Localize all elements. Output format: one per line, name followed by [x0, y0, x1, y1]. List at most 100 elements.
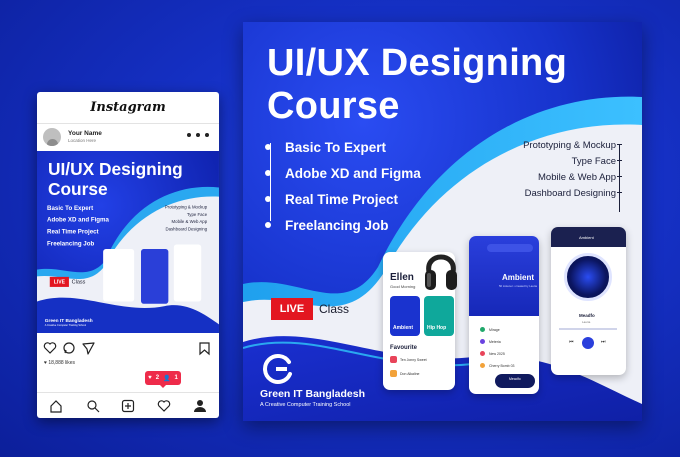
brand-name: Green IT Bangladesh	[260, 388, 366, 400]
player-heading: Ambient	[579, 235, 594, 240]
activity-notification[interactable]: ♥2 👤1	[145, 371, 181, 388]
album-thumb	[390, 356, 397, 363]
bookmark-icon[interactable]	[199, 342, 210, 356]
profile-icon: 👤	[163, 375, 171, 382]
feature-item: Basic To Expert	[265, 134, 421, 160]
profile-icon[interactable]	[194, 400, 206, 412]
live-class-label: Class	[319, 302, 350, 316]
avatar[interactable]	[43, 128, 61, 146]
instagram-logo: Instagram	[37, 92, 219, 124]
mini-feature: Freelancing Job	[47, 239, 95, 247]
username[interactable]: Your Name	[68, 130, 102, 137]
comment-icon[interactable]	[63, 342, 75, 354]
headphones-icon	[425, 254, 457, 290]
home-icon[interactable]	[50, 400, 62, 413]
post-actions-bar	[37, 340, 219, 356]
add-icon[interactable]	[121, 399, 135, 413]
feature-label: Basic To Expert	[285, 139, 387, 155]
playlist-heading: Ambient	[502, 273, 534, 282]
mini-feature-right: Type Face	[186, 212, 208, 218]
heart-icon[interactable]	[43, 342, 57, 354]
tick-mark	[617, 192, 622, 193]
mock-greeting: Good Morning	[390, 284, 416, 289]
mini-features-right: Prototyping & Mockup Type Face Mobile & …	[165, 204, 207, 233]
prev-icon: ⏮	[569, 339, 574, 345]
mini-feature: Adobe XD and Figma	[47, 216, 109, 224]
mock-screen-profile: Ellen Good Morning Ambient Hip Hop Favou…	[383, 252, 455, 390]
track-dot	[480, 327, 485, 332]
mini-features: Basic To Expert Adobe XD and Figma Real …	[47, 202, 109, 249]
tick-mark	[617, 144, 622, 145]
bottom-navigation	[37, 392, 219, 418]
search-input	[487, 244, 533, 252]
share-icon[interactable]	[82, 342, 95, 355]
green-it-logo-icon	[263, 354, 292, 384]
more-dots-icon[interactable]	[187, 133, 209, 137]
feature-right-item: Prototyping & Mockup	[523, 140, 616, 151]
track-item: Mirage	[489, 328, 500, 332]
features-connector-line	[270, 143, 271, 221]
feature-right-item: Type Face	[571, 156, 616, 167]
mini-player: Meadfo	[495, 374, 535, 388]
feature-right-item: Dashboard Designing	[524, 188, 616, 199]
mock-list-item: Ten Jonny Sweet	[400, 358, 427, 362]
feature-label: Adobe XD and Figma	[285, 165, 421, 181]
mini-feature: Real Time Project	[47, 228, 99, 235]
track-item: Meteria	[489, 340, 501, 344]
title-line1: UI/UX Designing	[267, 42, 568, 84]
instagram-phone-mockup: Instagram Your Name Location Here UI/UX …	[37, 92, 219, 418]
heart-icon: ♥	[148, 375, 152, 381]
course-promo-post: UI/UX Designing Course Basic To Expert A…	[243, 22, 642, 421]
bullet-icon	[265, 196, 271, 202]
features-list: Basic To Expert Adobe XD and Figma Real …	[265, 134, 421, 238]
tick-mark	[617, 176, 622, 177]
track-dot	[480, 339, 485, 344]
live-badge: LIVE	[271, 298, 313, 320]
feature-item: Freelancing Job	[265, 212, 421, 238]
player-track: Meadfo	[579, 313, 595, 318]
mini-feature-right: Mobile & Web App	[171, 219, 208, 225]
mock-screen-playlist: Ambient 50 Listener • created by Lauria …	[469, 236, 539, 394]
notif-likes-count: 2	[155, 375, 160, 381]
page-title: UI/UX Designing Course	[267, 42, 567, 128]
post-header: Your Name Location Here	[37, 124, 219, 150]
mini-feature-right: Dashboard Designing	[165, 226, 208, 232]
now-playing: Meadfo	[509, 377, 521, 381]
brand-tagline: A Creative Computer Training School	[260, 402, 351, 408]
feature-label: Freelancing Job	[285, 217, 389, 233]
feature-label: Real Time Project	[285, 191, 399, 207]
mini-brand-tagline: A Creative Computer Training School	[44, 324, 87, 328]
mini-post-background	[37, 151, 219, 333]
mini-brand-name: Green IT Bangladesh	[44, 317, 93, 324]
next-icon: ⏭	[601, 339, 606, 345]
mini-title-line2: Course	[47, 179, 108, 199]
likes-text: 18,888 likes	[48, 360, 76, 366]
play-button	[582, 337, 594, 349]
mock-card-hiphop: Hip Hop	[424, 296, 454, 336]
title-line2: Course	[267, 85, 400, 127]
post-image-thumbnail: UI/UX Designing Course Basic To Expert A…	[37, 151, 219, 333]
feature-right-item: Mobile & Web App	[538, 172, 616, 183]
bullet-icon	[265, 222, 271, 228]
location[interactable]: Location Here	[68, 138, 97, 143]
bullet-icon	[265, 144, 271, 150]
feature-item: Real Time Project	[265, 186, 421, 212]
mini-live-class: Class	[71, 278, 86, 286]
features-right-list: Prototyping & Mockup Type Face Mobile & …	[523, 138, 616, 202]
mini-feature: Basic To Expert	[47, 204, 94, 212]
mini-feature-right: Prototyping & Mockup	[164, 204, 208, 210]
features-right-connector-line	[619, 144, 620, 212]
likes-count[interactable]: ♥ 18,888 likes	[44, 360, 76, 366]
bullet-icon	[265, 170, 271, 176]
track-dot	[480, 363, 485, 368]
activity-icon[interactable]	[157, 400, 171, 412]
mini-title: UI/UX Designing Course	[48, 160, 183, 199]
search-icon[interactable]	[87, 400, 100, 413]
mock-card-ambient: Ambient	[390, 296, 420, 336]
album-thumb	[390, 370, 397, 377]
mock-user-name: Ellen	[390, 272, 414, 283]
notif-follows-count: 1	[174, 375, 178, 381]
mock-card-label: Hip Hop	[427, 325, 447, 331]
playlist-subtitle: 50 Listener • created by Lauria	[499, 284, 537, 288]
track-item: Cherry Bomb 03	[489, 364, 515, 368]
